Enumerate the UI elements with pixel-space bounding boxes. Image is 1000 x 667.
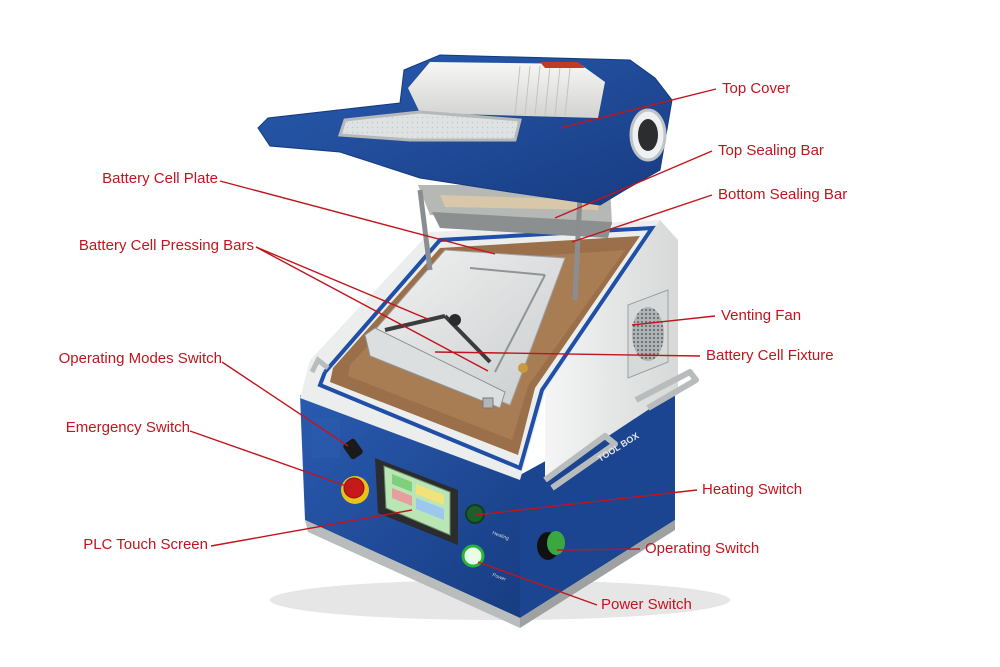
cell-plate-rail bbox=[364, 327, 506, 409]
top-cover-cap bbox=[408, 62, 605, 118]
housing-right bbox=[545, 220, 678, 478]
base-right bbox=[520, 390, 675, 618]
support-rod-right bbox=[572, 194, 583, 301]
leader-bottom-sealing-bar bbox=[571, 194, 713, 243]
venting-fan bbox=[632, 307, 664, 361]
bottom-sealing-bar bbox=[432, 212, 612, 238]
label-operating-modes-switch: Operating Modes Switch bbox=[58, 350, 222, 367]
label-power-switch: Power Switch bbox=[601, 596, 692, 613]
leader-emergency-switch bbox=[189, 430, 353, 489]
leader-battery-cell-fixture bbox=[434, 351, 701, 357]
heating-text: Heating bbox=[491, 530, 509, 542]
label-top-sealing-bar: Top Sealing Bar bbox=[718, 142, 824, 159]
leader-plc-touch-screen bbox=[210, 509, 413, 547]
label-battery-cell-fixture: Battery Cell Fixture bbox=[706, 347, 834, 364]
operating-modes-switch[interactable] bbox=[342, 438, 364, 461]
label-heating-switch: Heating Switch bbox=[702, 481, 803, 498]
lid-window bbox=[337, 110, 522, 142]
leader-heating-switch bbox=[475, 489, 698, 516]
handle-front-right bbox=[543, 433, 618, 491]
power-switch[interactable] bbox=[461, 544, 485, 568]
label-emergency-switch: Emergency Switch bbox=[65, 419, 190, 436]
label-battery-cell-pressing-bars: Battery Cell Pressing Bars bbox=[78, 237, 254, 254]
leader-pressing-bars-2 bbox=[255, 246, 489, 372]
base-bottom-band-right bbox=[520, 520, 675, 628]
pressing-bar-1 bbox=[384, 314, 446, 332]
label-top-cover: Top Cover bbox=[722, 80, 791, 97]
label-venting-fan: Venting Fan bbox=[721, 307, 802, 324]
leader-battery-cell-plate bbox=[219, 180, 496, 255]
label-plc-touch-screen: PLC Touch Screen bbox=[83, 536, 208, 553]
support-rod-left bbox=[417, 189, 433, 271]
label-bottom-sealing-bar: Bottom Sealing Bar bbox=[718, 186, 848, 203]
machine: TOOL BOX Heating Power bbox=[257, 54, 730, 628]
leader-venting-fan bbox=[631, 315, 716, 326]
emergency-switch[interactable] bbox=[343, 477, 365, 499]
label-battery-cell-plate: Battery Cell Plate bbox=[102, 170, 218, 187]
label-operating-switch: Operating Switch bbox=[645, 540, 760, 557]
leader-operating-modes-switch bbox=[221, 361, 349, 447]
brass-knob bbox=[518, 363, 528, 373]
handle-left bbox=[309, 356, 330, 374]
base-bottom-band bbox=[305, 520, 520, 628]
leader-lines bbox=[189, 88, 717, 606]
leader-power-switch bbox=[477, 561, 598, 606]
leader-operating-switch bbox=[556, 548, 641, 551]
handle-right bbox=[634, 369, 699, 411]
leader-pressing-bars-1 bbox=[255, 246, 431, 321]
leader-top-sealing-bar bbox=[554, 150, 713, 219]
leader-top-cover bbox=[559, 88, 717, 129]
operating-switch[interactable] bbox=[547, 531, 565, 555]
power-text: Power bbox=[491, 572, 507, 583]
